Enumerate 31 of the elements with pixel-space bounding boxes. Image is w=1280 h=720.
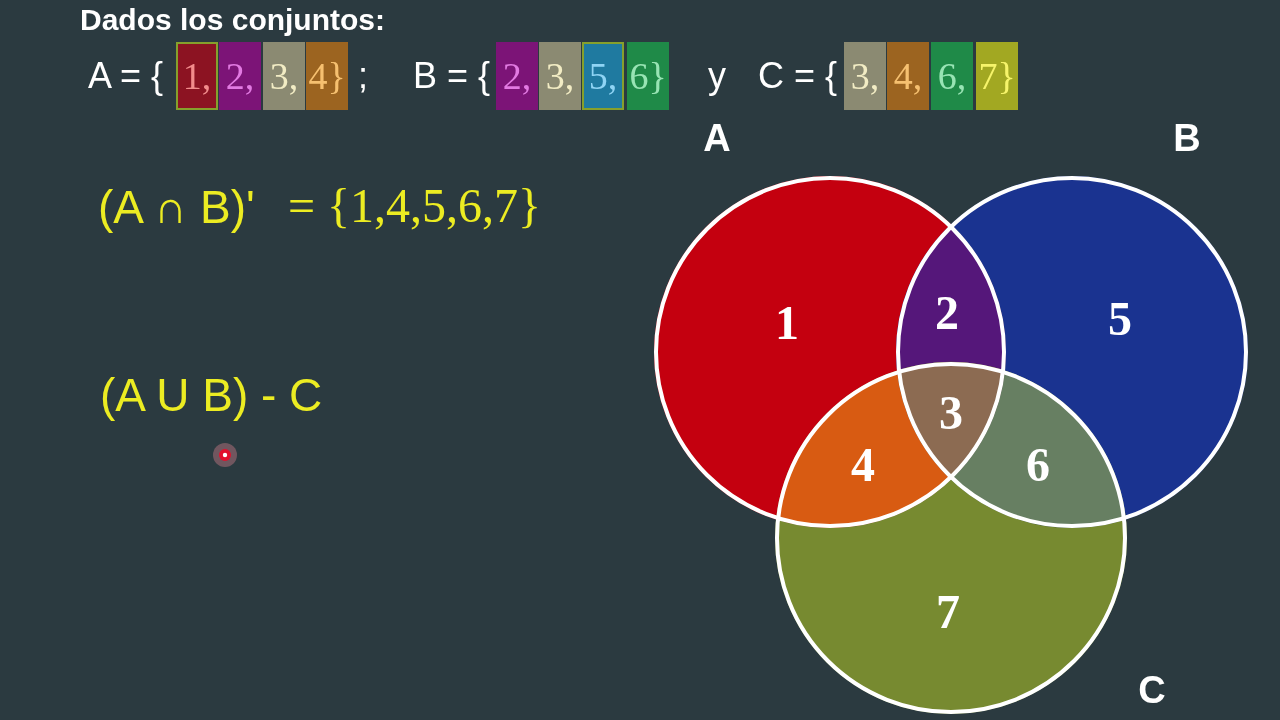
conjunction: y	[708, 54, 726, 98]
highlighted-number: 4,	[887, 42, 929, 110]
highlighted-number: 5,	[582, 42, 624, 110]
formula-result: = {1,4,5,6,7}	[288, 178, 542, 234]
highlighted-number: 3,	[263, 42, 305, 110]
formula: (A ∩ B)'	[98, 180, 255, 235]
highlighted-number: 4}	[306, 42, 348, 110]
highlighted-number: 6}	[627, 42, 669, 110]
region-number: 6	[1025, 437, 1051, 493]
set-definition: C = {	[758, 54, 838, 98]
set-definition: B = {	[413, 54, 491, 98]
set-name: A	[702, 116, 732, 161]
highlighted-number: 3,	[539, 42, 581, 110]
region-number: 7	[935, 584, 961, 640]
region-number: 5	[1107, 291, 1133, 347]
region-number: 3	[938, 385, 964, 441]
region-number: 2	[934, 285, 960, 341]
separator: ;	[358, 54, 368, 98]
highlighted-number: 1,	[176, 42, 218, 110]
highlighted-number: 2,	[496, 42, 538, 110]
region-number: 1	[774, 295, 800, 351]
title: Dados los conjuntos:	[80, 2, 385, 38]
formula: (A U B) - C	[100, 368, 323, 423]
set-name: B	[1172, 116, 1202, 161]
region-number: 4	[850, 437, 876, 493]
highlighted-number: 3,	[844, 42, 886, 110]
highlighted-number: 7}	[976, 42, 1018, 110]
set-definition: A = {	[88, 54, 164, 98]
highlighted-number: 2,	[219, 42, 261, 110]
set-name: C	[1137, 668, 1167, 713]
highlighted-number: 6,	[931, 42, 973, 110]
